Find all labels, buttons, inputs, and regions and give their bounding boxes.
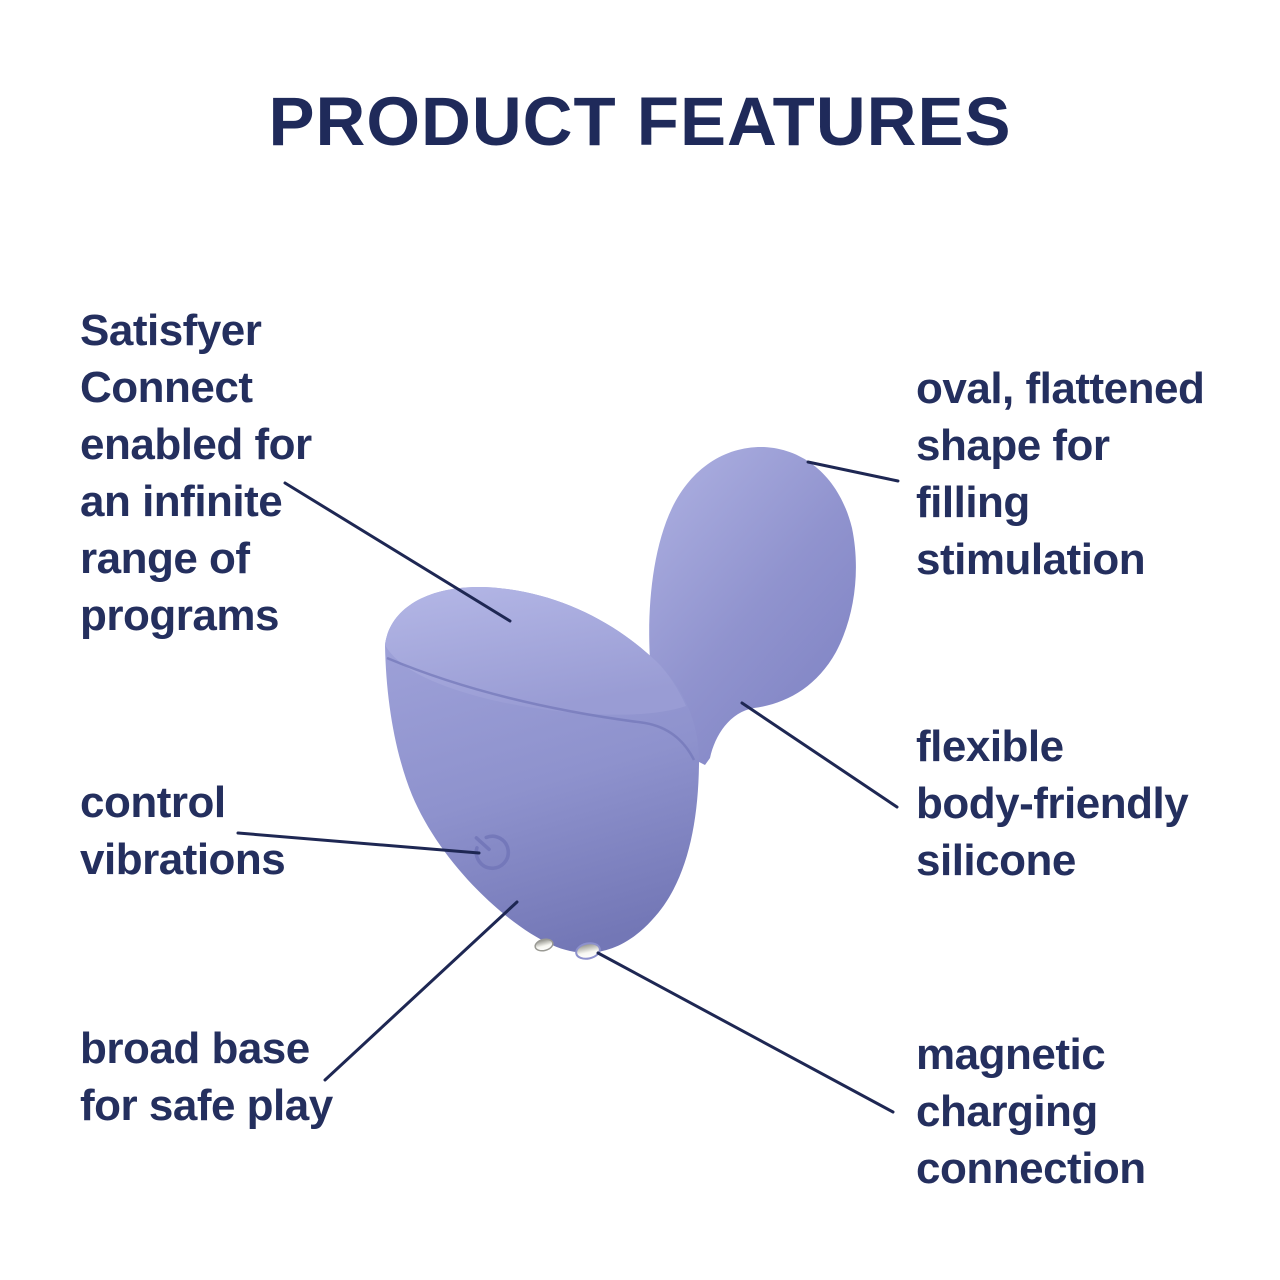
callout-line-control-vibrations xyxy=(236,831,481,855)
page-title: PRODUCT FEATURES xyxy=(268,83,1012,160)
callout-line-magnetic-charging xyxy=(596,951,895,1114)
label-control-vibrations: control vibrations xyxy=(80,778,286,884)
callout-line-satisfyer-connect xyxy=(283,481,512,623)
product-base-top-face xyxy=(385,587,686,715)
callout-line-broad-base xyxy=(323,900,519,1082)
power-icon[interactable] xyxy=(466,826,515,875)
callout-line-oval-shape xyxy=(806,460,900,483)
charging-contact xyxy=(575,942,601,960)
product-bulb-head xyxy=(649,446,856,765)
label-satisfyer-connect: Satisfyer Connect enabled for an infinit… xyxy=(80,306,312,640)
label-broad-base: broad base for safe play xyxy=(80,1024,333,1130)
callout-line-flexible-silicone xyxy=(740,701,899,809)
product-crease xyxy=(386,656,696,761)
label-flexible-silicone: flexible body-friendly silicone xyxy=(916,722,1189,885)
callout-lines-layer xyxy=(236,460,900,1114)
charging-contact xyxy=(534,938,554,952)
label-oval-shape: oval, flattened shape for filling stimul… xyxy=(916,364,1205,584)
label-magnetic-charging: magnetic charging connection xyxy=(916,1030,1146,1193)
